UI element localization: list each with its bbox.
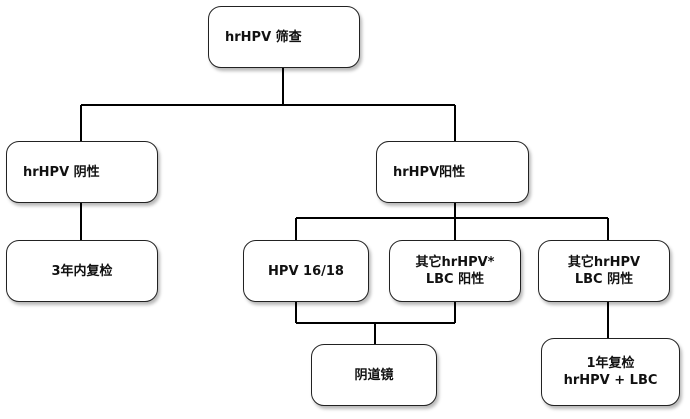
node-hrhpv-positive: hrHPV阳性 xyxy=(376,141,529,203)
node-other-hrhpv-lbc-negative-line2: LBC 阴性 xyxy=(574,272,634,287)
node-other-hrhpv-lbc-negative-line1: 其它hrHPV xyxy=(567,255,641,270)
node-hrhpv-screening: hrHPV 筛查 xyxy=(208,6,360,68)
node-hrhpv-screening-label: hrHPV 筛查 xyxy=(225,29,302,45)
node-recheck-3-years-label: 3年内复检 xyxy=(51,263,113,279)
node-other-hrhpv-lbc-positive: 其它hrHPV* LBC 阳性 xyxy=(389,240,521,302)
node-other-hrhpv-lbc-negative: 其它hrHPV LBC 阴性 xyxy=(538,240,670,302)
node-hpv-16-18: HPV 16/18 xyxy=(243,240,369,302)
node-colposcopy: 阴道镜 xyxy=(311,344,437,406)
node-other-hrhpv-lbc-positive-line2: LBC 阳性 xyxy=(425,272,485,287)
node-recheck-1-year-line2: hrHPV + LBC xyxy=(563,373,658,388)
node-recheck-1-year-line1: 1年复检 xyxy=(586,356,635,371)
node-hrhpv-negative: hrHPV 阴性 xyxy=(6,141,158,203)
node-recheck-1-year: 1年复检 hrHPV + LBC xyxy=(541,338,680,406)
node-hpv-16-18-label: HPV 16/18 xyxy=(268,263,344,279)
node-colposcopy-label: 阴道镜 xyxy=(354,367,394,383)
node-hrhpv-positive-label: hrHPV阳性 xyxy=(393,164,466,180)
node-hrhpv-negative-label: hrHPV 阴性 xyxy=(23,164,100,180)
node-recheck-3-years: 3年内复检 xyxy=(6,240,158,302)
node-other-hrhpv-lbc-positive-line1: 其它hrHPV* xyxy=(415,255,495,270)
